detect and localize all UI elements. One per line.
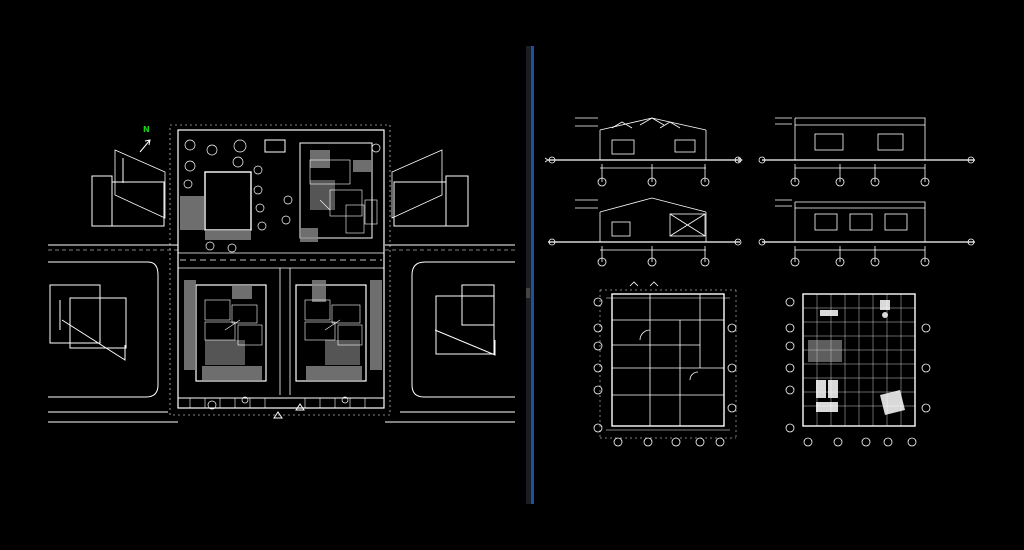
elevation-side-2	[758, 199, 975, 267]
north-label: N	[143, 125, 150, 134]
elevation-side	[758, 117, 975, 187]
north-arrow-icon	[139, 139, 151, 153]
elevation-rear	[548, 197, 742, 267]
viewport-split-bar[interactable]	[526, 46, 533, 504]
split-bar-accent	[531, 46, 534, 504]
split-bar-grip-icon[interactable]	[526, 288, 530, 298]
elevation-front	[544, 117, 743, 187]
floor-plan-tiles	[785, 293, 931, 447]
floor-plan-dimensions	[593, 281, 737, 447]
